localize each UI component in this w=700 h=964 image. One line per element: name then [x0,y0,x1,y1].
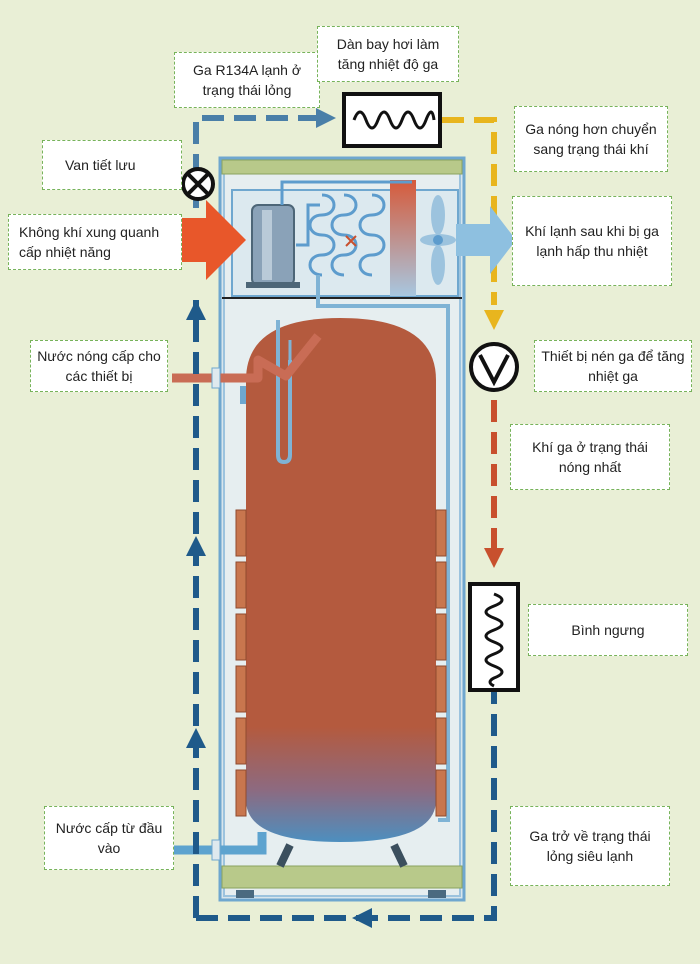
heating-elements-right [435,509,447,817]
heating-elements-left [235,509,247,817]
label-khi-lanh: Khí lạnh sau khi bị ga lạnh hấp thu nhiệ… [512,196,672,286]
label-khong-khi: Không khí xung quanh cấp nhiệt năng [8,214,182,270]
evaporator-coil-icon [308,193,386,277]
top-plate [221,159,463,175]
label-van-tiet-luu: Van tiết lưu [42,140,182,190]
cold-air-arrow [456,206,516,274]
compressor-symbol-icon [469,342,519,392]
label-thiet-bi-nen: Thiết bị nén ga để tăng nhiệt ga [534,340,692,392]
label-ga-r134a: Ga R134A lạnh ở trạng thái lỏng [174,52,320,108]
label-dan-bay-hoi: Dàn bay hơi làm tăng nhiệt độ ga [317,26,459,82]
expansion-valve-icon [181,167,215,201]
water-tank [172,318,447,868]
refrigerant-loop [186,108,504,928]
label-nuoc-nong: Nước nóng cấp cho các thiết bị [30,340,168,392]
fan-icon [420,195,456,285]
heat-pump-unit [222,180,462,822]
label-binh-ngung: Bình ngưng [528,604,688,656]
cold-water-pipe [172,832,267,855]
compressor-icon [246,204,300,288]
label-ga-tro-ve: Ga trở về trạng thái lỏng siêu lạnh [510,806,670,886]
label-nuoc-cap: Nước cấp từ đầu vào [44,806,174,870]
base-plate [221,865,463,889]
hot-water-pipe [172,333,322,383]
label-ga-nong-hon: Ga nóng hơn chuyển sang trạng thái khí [514,106,668,172]
label-khi-ga-nong: Khí ga ở trạng thái nóng nhất [510,424,670,490]
condenser-coil-icon [468,582,520,692]
evaporator-coil-icon [342,92,442,148]
warm-air-arrow [178,200,246,280]
